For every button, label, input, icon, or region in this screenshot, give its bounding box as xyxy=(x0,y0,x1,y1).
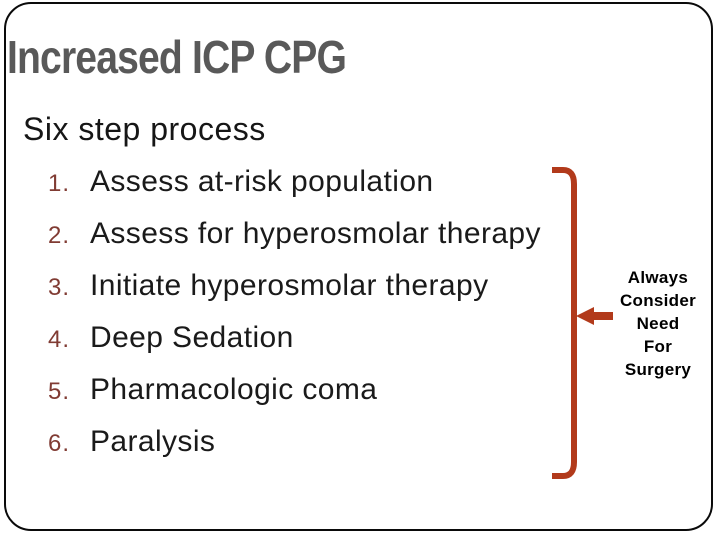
six-step-list: 1. Assess at-risk population 2. Assess f… xyxy=(48,165,541,477)
list-item: 5. Pharmacologic coma xyxy=(48,373,541,425)
step-number: 1. xyxy=(48,170,71,197)
step-number: 5. xyxy=(48,378,71,405)
step-text: Assess at-risk population xyxy=(90,165,434,198)
callout-line: Surgery xyxy=(624,360,692,379)
step-number: 4. xyxy=(48,326,71,353)
step-number: 2. xyxy=(48,222,71,249)
slide-border-frame xyxy=(4,2,713,531)
callout-line: Consider xyxy=(619,291,697,310)
callout-line: Need xyxy=(636,314,680,333)
section-heading: Six step process xyxy=(23,111,266,147)
step-text: Deep Sedation xyxy=(90,321,294,354)
step-number: 6. xyxy=(48,430,71,457)
right-curly-brace-icon xyxy=(552,167,613,479)
surgery-callout: Always Consider Need For Surgery xyxy=(606,266,710,381)
list-item: 2. Assess for hyperosmolar therapy xyxy=(48,217,541,269)
callout-line: For xyxy=(643,337,673,356)
slide-title: Increased ICP CPG xyxy=(7,31,347,83)
list-item: 3. Initiate hyperosmolar therapy xyxy=(48,269,541,321)
step-text: Pharmacologic coma xyxy=(90,373,378,406)
list-item: 1. Assess at-risk population xyxy=(48,165,541,217)
list-item: 4. Deep Sedation xyxy=(48,321,541,373)
step-number: 3. xyxy=(48,274,71,301)
list-item: 6. Paralysis xyxy=(48,425,541,477)
step-text: Assess for hyperosmolar therapy xyxy=(90,217,541,250)
step-text: Initiate hyperosmolar therapy xyxy=(90,269,489,302)
callout-line: Always xyxy=(627,268,689,287)
step-text: Paralysis xyxy=(90,425,216,458)
